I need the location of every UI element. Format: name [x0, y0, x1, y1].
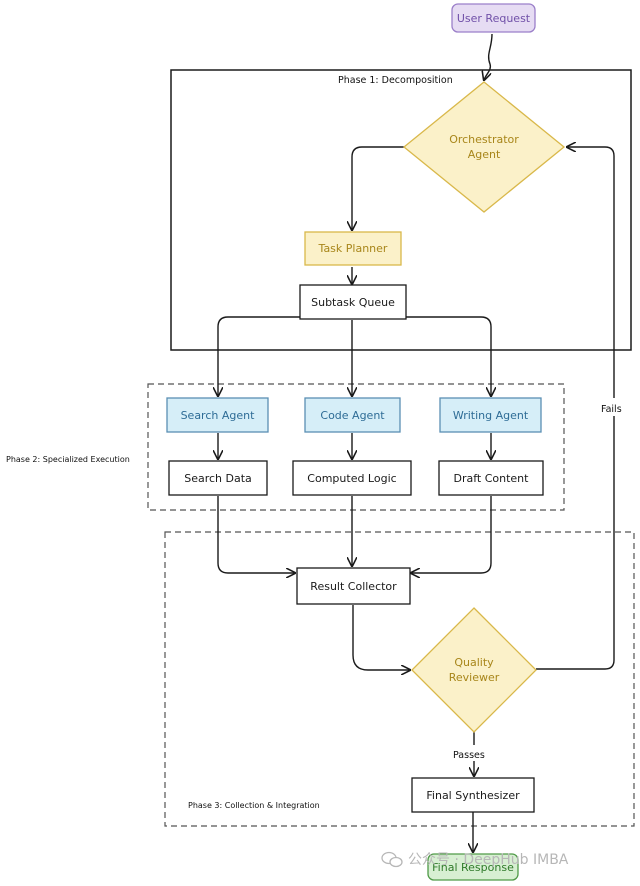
- wechat-icon: [381, 851, 403, 868]
- code-agent-node: Code Agent: [304, 397, 401, 433]
- final-response-node: Final Response: [427, 853, 519, 881]
- subtask-queue-text: Subtask Queue: [311, 296, 395, 309]
- final-synthesizer-node: Final Synthesizer: [411, 777, 535, 813]
- user-request-node: User Request: [451, 3, 536, 33]
- phase1-group: Phase 1: Decomposition: [170, 69, 632, 351]
- watermark-text: 公众号 · DeepHub IMBA: [408, 852, 569, 868]
- edge-request-orchestrator: [484, 33, 493, 80]
- phase2-label: Phase 2: Specialized Execution: [6, 455, 130, 464]
- final-response-text: Final Response: [432, 861, 514, 874]
- edge-data-collector: [217, 496, 295, 573]
- orchestrator-agent-node: Orchestrator Agent: [402, 81, 566, 213]
- orchestrator-text-line2: Agent: [468, 148, 501, 161]
- search-data-text: Search Data: [184, 472, 252, 485]
- edge-draft-collector: [411, 496, 492, 573]
- passes-label: Passes: [453, 750, 485, 761]
- search-data-node: Search Data: [168, 460, 268, 496]
- edges: [217, 33, 615, 852]
- quality-reviewer-text-line2: Reviewer: [449, 671, 500, 684]
- orchestrator-text-line1: Orchestrator: [449, 133, 519, 146]
- edge-queue-search: [218, 316, 300, 396]
- task-planner-node: Task Planner: [304, 231, 402, 266]
- computed-logic-text: Computed Logic: [307, 472, 396, 485]
- result-collector-node: Result Collector: [296, 567, 411, 605]
- phase3-label: Phase 3: Collection & Integration: [188, 801, 320, 810]
- search-agent-text: Search Agent: [181, 409, 256, 422]
- edge-orchestrator-planner: [352, 146, 404, 230]
- computed-logic-node: Computed Logic: [292, 460, 412, 496]
- subtask-queue-node: Subtask Queue: [299, 284, 407, 320]
- draft-content-node: Draft Content: [438, 460, 544, 496]
- phase3-group: Phase 3: Collection & Integration: [164, 531, 635, 827]
- code-agent-text: Code Agent: [320, 409, 385, 422]
- phase2-group: Phase 2: Specialized Execution: [6, 383, 565, 511]
- final-synthesizer-text: Final Synthesizer: [426, 789, 520, 802]
- fails-label: Fails: [601, 404, 622, 415]
- edge-queue-writing: [406, 316, 491, 396]
- quality-reviewer-node: Quality Reviewer: [411, 607, 537, 733]
- phase1-label: Phase 1: Decomposition: [338, 75, 453, 86]
- edge-collector-reviewer: [352, 605, 410, 670]
- watermark: 公众号 · DeepHub IMBA: [381, 851, 569, 868]
- quality-reviewer-text-line1: Quality: [454, 656, 494, 669]
- writing-agent-text: Writing Agent: [453, 409, 529, 422]
- search-agent-node: Search Agent: [166, 397, 269, 433]
- draft-content-text: Draft Content: [454, 472, 530, 485]
- user-request-text: User Request: [457, 12, 531, 25]
- result-collector-text: Result Collector: [310, 580, 397, 593]
- writing-agent-node: Writing Agent: [439, 397, 542, 433]
- task-planner-text: Task Planner: [318, 242, 388, 255]
